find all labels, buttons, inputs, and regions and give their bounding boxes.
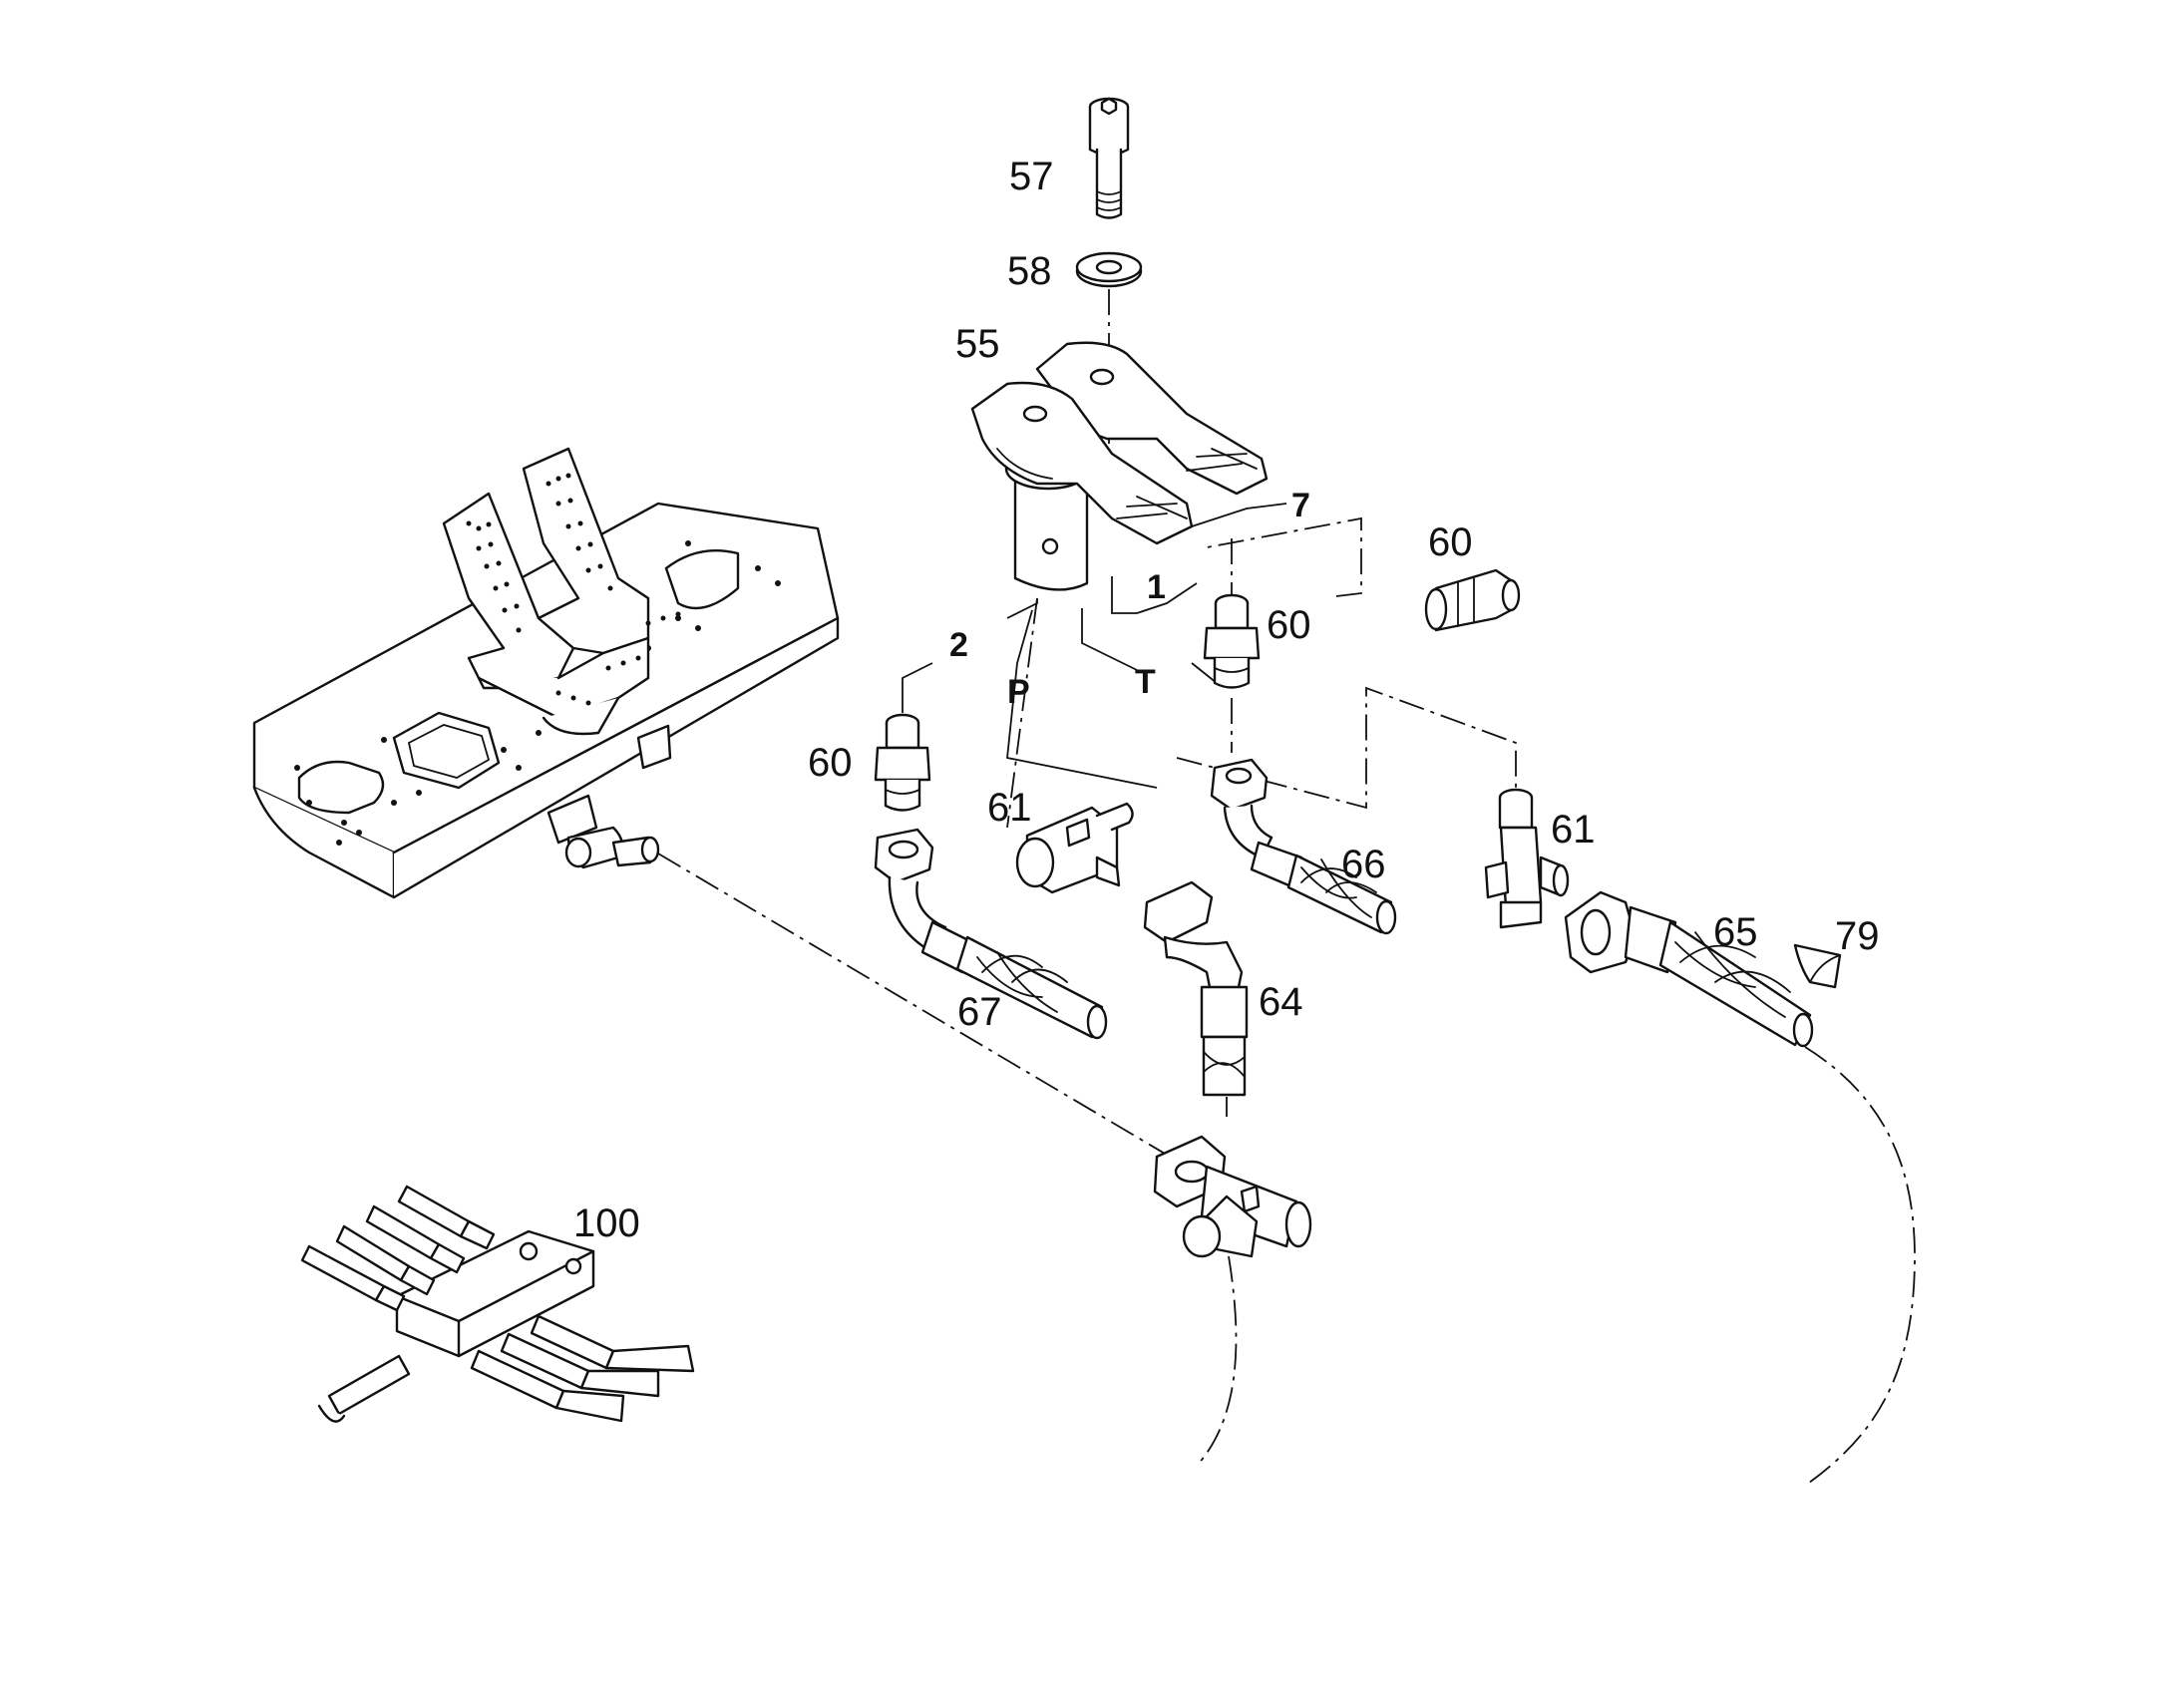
pedal-assembly <box>252 447 840 899</box>
callout-60-right: 60 <box>1428 520 1473 564</box>
callout-57: 57 <box>1009 155 1054 198</box>
pedal-valve-55 <box>970 341 1269 591</box>
port-labels: 7 1 2 P T <box>949 487 1310 711</box>
hose-64 <box>1143 880 1249 1097</box>
callout-61-right: 61 <box>1551 808 1596 852</box>
port-leaders <box>902 503 1287 789</box>
callout-65: 65 <box>1713 910 1758 954</box>
callout-67: 67 <box>957 990 1002 1034</box>
port-label-T: T <box>1135 663 1156 701</box>
leader-lines <box>657 289 1916 1487</box>
callout-55: 55 <box>955 322 1000 366</box>
fitting-61-right <box>1484 788 1570 929</box>
callout-60-left: 60 <box>808 741 853 785</box>
hose-66 <box>1210 758 1397 935</box>
manifold-100 <box>300 1185 695 1423</box>
tee-fitting <box>1153 1135 1312 1258</box>
hose-67 <box>874 828 1108 1040</box>
callout-79: 79 <box>1835 914 1880 958</box>
fitting-60-left <box>874 713 931 812</box>
callout-64: 64 <box>1259 980 1303 1024</box>
screw-57 <box>1088 97 1130 219</box>
port-label-2: 2 <box>949 626 968 664</box>
hose-65 <box>1564 890 1814 1048</box>
fitting-61-left <box>1015 802 1134 894</box>
port-label-1: 1 <box>1147 568 1166 606</box>
callout-60-center: 60 <box>1267 603 1311 647</box>
callout-58: 58 <box>1007 249 1052 293</box>
callout-labels: 57 58 55 60 60 60 61 61 66 67 64 65 79 1… <box>573 155 1880 1245</box>
clip-79 <box>1793 943 1842 989</box>
fitting-60-center <box>1203 593 1261 689</box>
callout-61-left: 61 <box>987 786 1032 830</box>
callout-66: 66 <box>1341 843 1386 886</box>
fitting-60-right <box>1424 568 1521 632</box>
washer-58 <box>1075 251 1143 288</box>
port-label-P: P <box>1007 673 1030 711</box>
port-label-7: 7 <box>1291 487 1310 524</box>
callout-100: 100 <box>573 1201 640 1245</box>
